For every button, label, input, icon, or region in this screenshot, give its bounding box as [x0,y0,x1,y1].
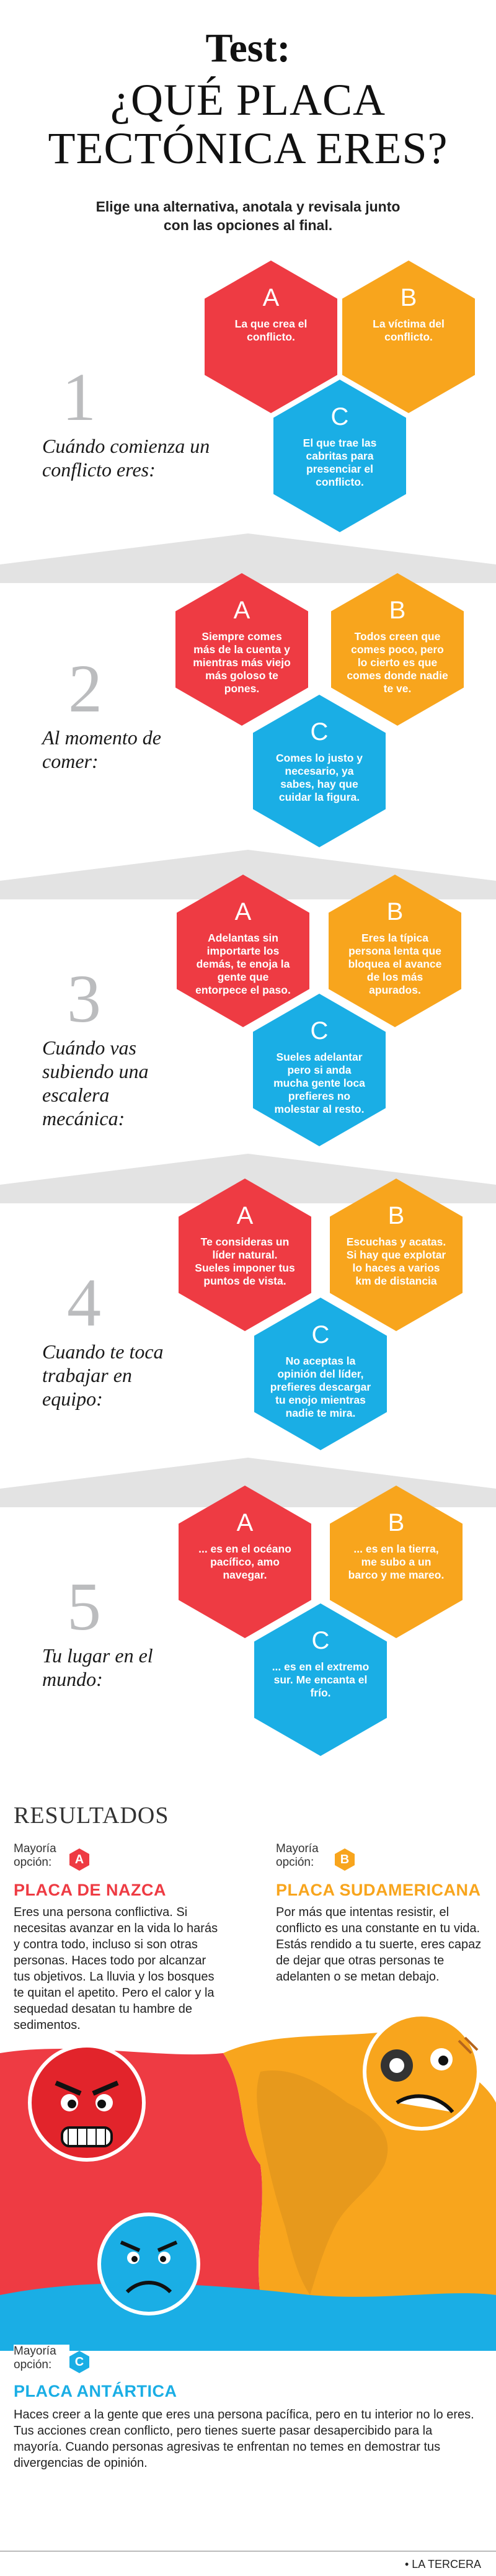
question-text: Cuando te toca trabajar en equipo: [42,1340,164,1410]
option-letter: C [310,1017,329,1045]
option-c-hex[interactable]: C El que trae las cabritas para presenci… [273,380,406,532]
option-c-hex[interactable]: C Comes lo justo y necesario, ya sabes, … [253,695,386,847]
option-c-hex[interactable]: C No aceptas la opinión del líder, prefi… [254,1298,387,1450]
question-text: Al momento de comer: [42,726,161,772]
sad-face-icon [97,2213,200,2315]
result-c-panel [0,2376,496,2549]
option-text: Adelantas sin importarte los demás, te e… [195,932,291,996]
option-c-hex[interactable]: C Sueles adelantar pero si anda mucha ge… [253,994,386,1146]
badge-c: C [69,2351,89,2373]
option-letter: A [234,898,252,925]
badge-a: A [69,1848,89,1871]
majority-label-a: Mayoría opción: [14,1842,56,1869]
option-letter: A [236,1509,254,1536]
page-subtitle: Elige una alternativa, anotala y revisal… [95,198,401,233]
section-divider [0,1154,496,1203]
title-line-1: ¿QUÉ PLACA [110,75,386,125]
option-text: ... es en la tierra, me subo a un barco … [348,1543,445,1581]
footer-divider [0,2551,496,2552]
angry-face-icon [28,2044,146,2162]
option-b-hex[interactable]: B La víctima del conflicto. [342,261,475,413]
option-text: Todos creen que comes poco, pero lo cier… [347,630,448,695]
section-divider [0,533,496,583]
option-letter: B [388,1202,405,1229]
plate-sudamericana-title: PLACA SUDAMERICANA [276,1881,481,1899]
option-letter: C [311,1321,330,1348]
page-title: ¿QUÉ PLACA TECTÓNICA ERES? [0,76,496,172]
question-number: 5 [67,1569,101,1644]
section-divider [0,1458,496,1507]
option-text: Escuchas y acatas. Si hay que explotar l… [346,1236,446,1287]
question-text: Cuándo comienza un conflicto eres: [42,435,210,481]
option-text: ... es en el extremo sur. Me encanta el … [272,1660,370,1699]
option-text: La que crea el conflicto. [234,318,308,343]
option-text: Comes lo justo y necesario, ya sabes, ha… [275,752,363,803]
option-letter: C [311,1627,330,1654]
option-text: El que trae las cabritas para presenciar… [303,437,377,488]
option-letter: B [389,597,406,624]
option-letter: A [262,284,280,311]
bruised-face-icon [363,2013,480,2131]
option-b-hex[interactable]: B Eres la típica persona lenta que bloqu… [329,875,461,1027]
option-letter: A [236,1202,254,1229]
option-text: Te consideras un líder natural. Sueles i… [195,1236,295,1287]
section-divider [0,850,496,899]
option-a-hex[interactable]: A Siempre comes más de la cuenta y mient… [175,573,308,726]
plate-sudamericana-text: Por más que intentas resistir, el confli… [276,1905,482,1984]
option-text: Eres la típica persona lenta que bloquea… [348,932,442,996]
brand-footer: • LA TERCERA [404,2558,481,2570]
majority-label-c: Mayoría opción: [14,2345,69,2372]
option-letter: A [233,597,250,624]
plates-map-illustration [0,2013,496,2351]
plate-antartica-title: PLACA ANTÁRTICA [14,2382,177,2400]
option-text: Sueles adelantar pero si anda mucha gent… [273,1051,365,1115]
title-line-2: TECTÓNICA ERES? [48,123,448,173]
question-number: 2 [68,651,102,726]
question-number: 1 [62,359,96,435]
option-letter: B [388,1509,405,1536]
south-america-outline [257,2070,388,2295]
option-a-hex[interactable]: A ... es en el océano pacífico, amo nave… [179,1486,311,1638]
question-number: 3 [67,961,101,1036]
option-a-hex[interactable]: A La que crea el conflicto. [205,261,337,413]
plate-nazca-text: Eres una persona conflictiva. Si necesit… [14,1905,218,2032]
results-title: RESULTADOS [14,1803,169,1829]
option-letter: B [386,898,404,925]
option-text: La víctima del conflicto. [373,318,445,343]
option-letter: C [330,403,349,430]
option-b-hex[interactable]: B Escuchas y acatas. Si hay que explotar… [330,1179,463,1331]
question-number: 4 [67,1265,101,1340]
plate-antartica-text: Haces creer a la gente que eres una pers… [14,2408,474,2470]
option-letter: B [400,284,417,311]
question-text: Tu lugar en el mundo: [42,1644,153,1690]
majority-label-b: Mayoría opción: [276,1842,319,1869]
test-label: Test: [205,25,291,71]
option-b-hex[interactable]: B ... es en la tierra, me subo a un barc… [330,1486,463,1638]
option-text: Siempre comes más de la cuenta y mientra… [193,630,291,695]
option-letter: C [310,718,329,746]
plate-nazca-title: PLACA DE NAZCA [14,1881,166,1899]
option-text: No aceptas la opinión del líder, prefier… [270,1355,371,1419]
option-b-hex[interactable]: B Todos creen que comes poco, pero lo ci… [331,573,464,726]
option-c-hex[interactable]: C ... es en el extremo sur. Me encanta e… [254,1603,387,1756]
question-text: Cuándo vas subiendo una escalera mecánic… [42,1036,149,1130]
option-text: ... es en el océano pacífico, amo navega… [198,1543,291,1581]
badge-b: B [335,1848,355,1871]
